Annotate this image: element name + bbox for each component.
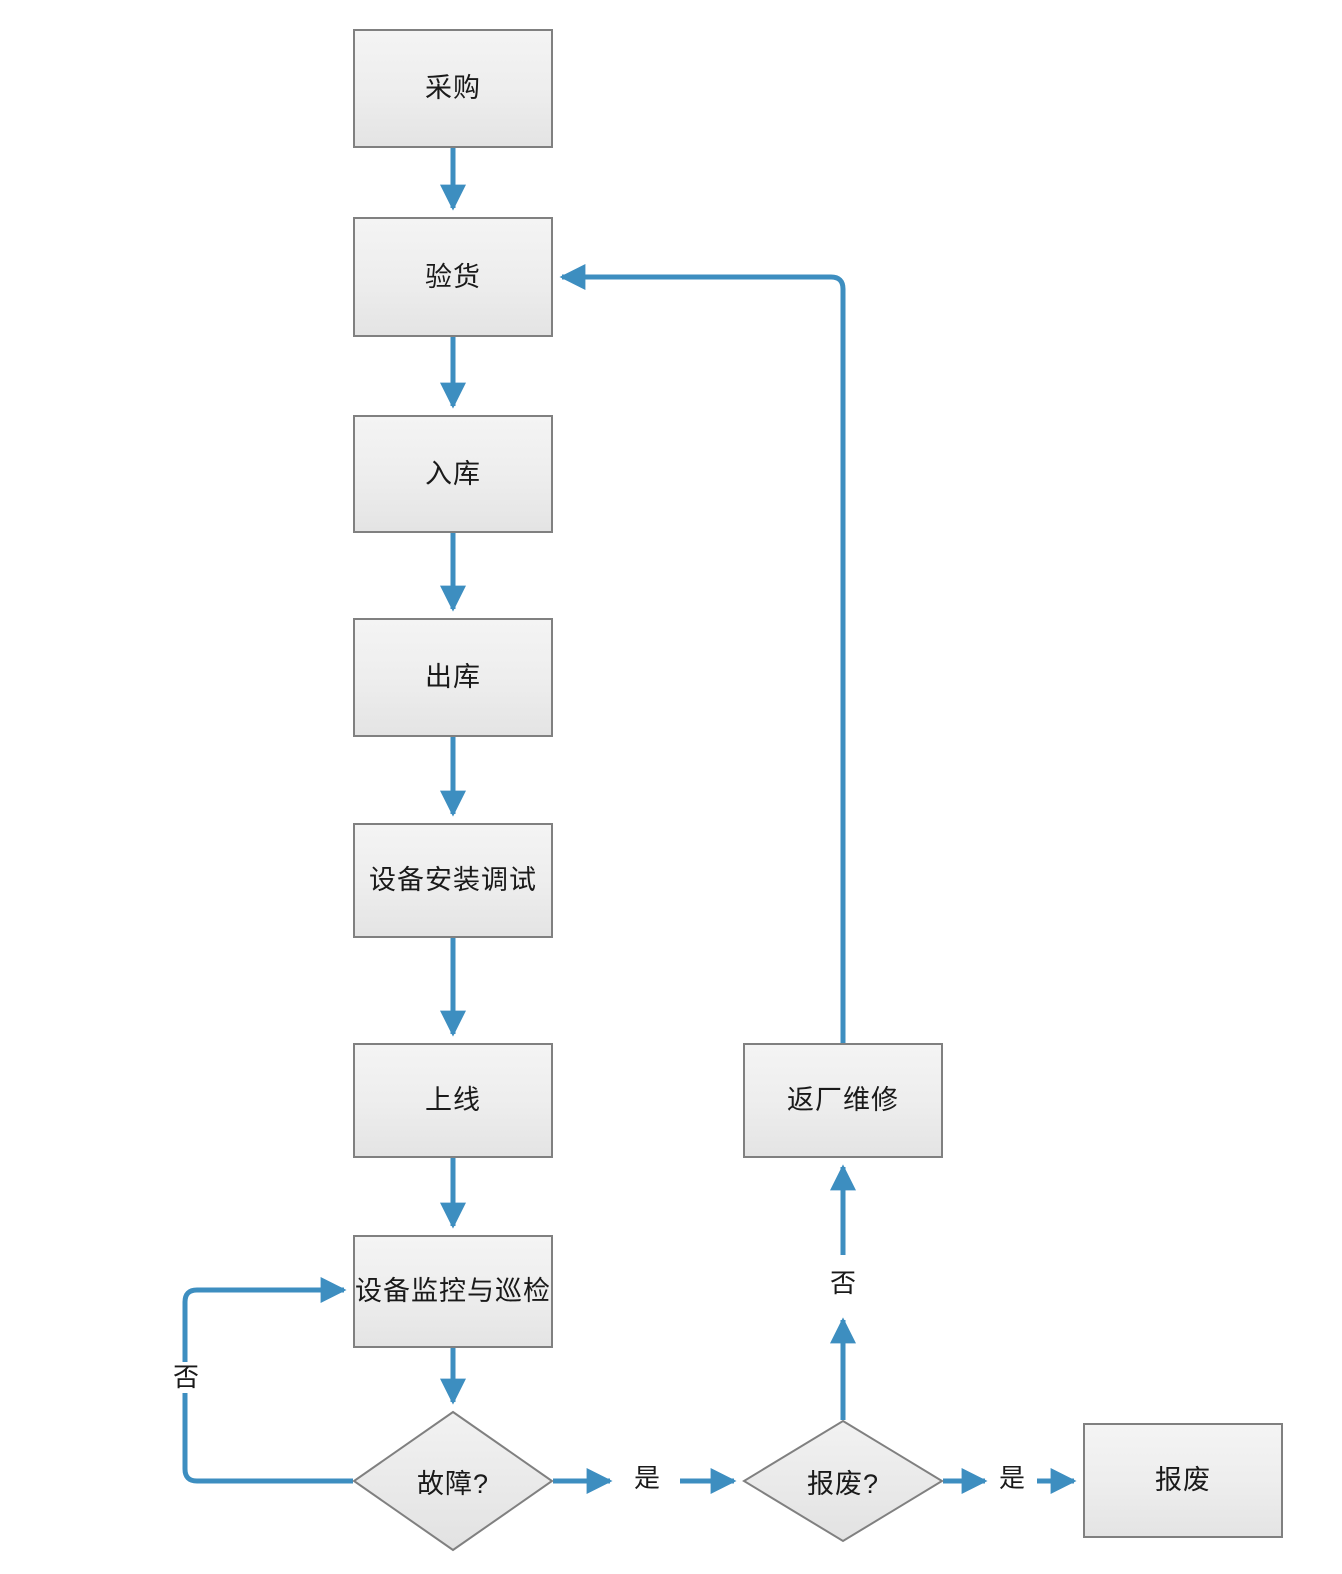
node-label: 报废	[1155, 1465, 1211, 1495]
node-label: 设备安装调试	[369, 865, 537, 895]
node-label: 入库	[425, 458, 481, 489]
edge-label-fault-no: 否	[167, 1362, 206, 1393]
decision-label: 故障?	[416, 1468, 490, 1499]
node-monitoring-inspection[interactable]: 设备监控与巡检	[353, 1235, 553, 1348]
node-label: 上线	[425, 1085, 481, 1115]
decision-label: 报废?	[806, 1468, 880, 1499]
edge-label-scrap-yes: 是	[993, 1463, 1032, 1494]
node-warehouse-out[interactable]: 出库	[353, 618, 553, 737]
node-scrap[interactable]: 报废	[1083, 1423, 1283, 1538]
edge-label-scrap-no: 否	[824, 1268, 863, 1299]
edge-d1-n7-no	[182, 1277, 353, 1484]
edge-n8-n2-return	[559, 264, 846, 1043]
decision-fault[interactable]: 故障?	[352, 1410, 554, 1552]
node-inspection[interactable]: 验货	[353, 217, 553, 337]
node-label: 返厂维修	[787, 1085, 899, 1115]
node-label: 设备监控与巡检	[355, 1276, 551, 1306]
edge-label-fault-yes: 是	[628, 1463, 667, 1494]
node-label: 采购	[425, 73, 481, 103]
node-label: 出库	[425, 662, 481, 692]
decision-scrap[interactable]: 报废?	[742, 1419, 944, 1543]
node-procurement[interactable]: 采购	[353, 29, 553, 148]
diamond-shape	[742, 1419, 944, 1543]
node-label: 验货	[425, 261, 481, 292]
node-warehouse-in[interactable]: 入库	[353, 415, 553, 533]
node-install-commission[interactable]: 设备安装调试	[353, 823, 553, 938]
node-go-live[interactable]: 上线	[353, 1043, 553, 1158]
node-factory-repair[interactable]: 返厂维修	[743, 1043, 943, 1158]
diamond-shape	[352, 1410, 554, 1552]
